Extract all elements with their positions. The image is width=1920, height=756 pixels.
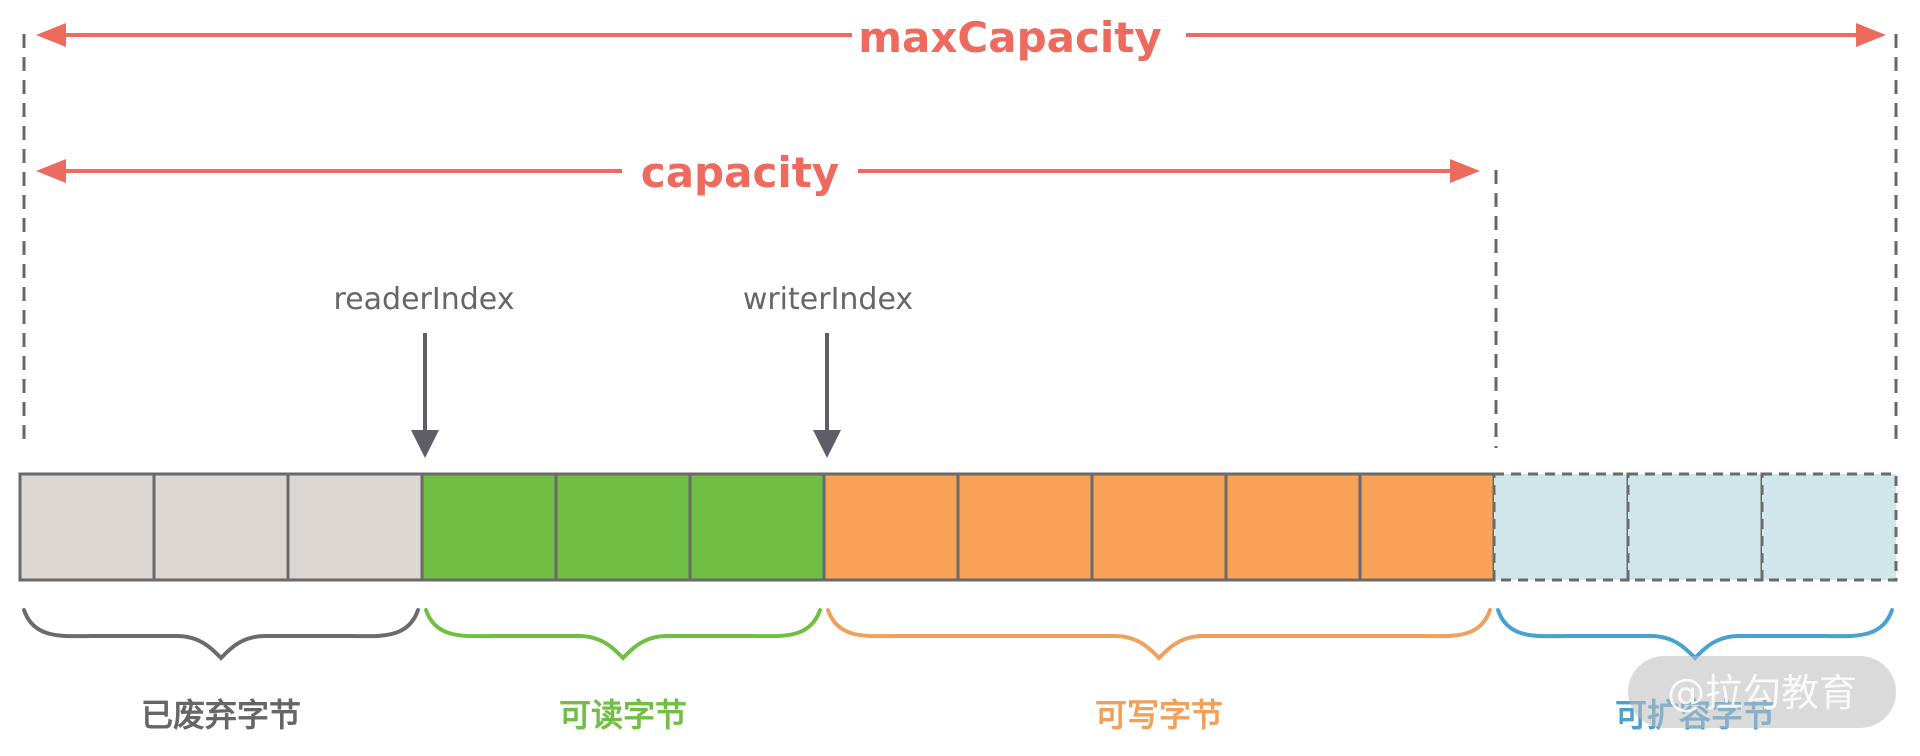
byte-cell-writable-2 <box>956 472 1094 582</box>
segment-braces: 已废弃字节可读字节可写字节可扩容字节 <box>22 608 1894 734</box>
byte-cell-writable-3 <box>1090 472 1228 582</box>
max-capacity-label: maxCapacity <box>858 13 1162 62</box>
byte-cell-readable-3 <box>688 472 826 582</box>
byte-cell-discarded-3 <box>286 472 424 582</box>
byte-cell-expandable-3 <box>1760 472 1898 582</box>
segment-label-readable: 可读字节 <box>559 696 687 734</box>
byte-cells <box>18 472 1898 582</box>
writer-index-label: writerIndex <box>743 282 913 317</box>
byte-cell-writable-4 <box>1224 472 1362 582</box>
writer-index-pointer: writerIndex <box>743 282 913 458</box>
brace-discarded <box>22 608 420 661</box>
brace-writable <box>826 608 1492 661</box>
byte-cell-writable-1 <box>822 472 960 582</box>
capacity-arrow: capacity <box>36 148 1480 197</box>
max-capacity-arrow: maxCapacity <box>36 13 1886 62</box>
byte-cell-writable-5 <box>1358 472 1496 582</box>
reader-index-label: readerIndex <box>334 282 515 317</box>
brace-expandable <box>1496 608 1894 661</box>
watermark-text: @拉勾教育 <box>1667 671 1857 715</box>
segment-label-discarded: 已废弃字节 <box>141 696 301 734</box>
byte-cell-expandable-2 <box>1626 472 1764 582</box>
capacity-label: capacity <box>641 148 839 197</box>
byte-cell-readable-1 <box>420 472 558 582</box>
brace-readable <box>424 608 822 661</box>
byte-cell-expandable-1 <box>1492 472 1630 582</box>
segment-label-writable: 可写字节 <box>1095 696 1223 734</box>
byte-cell-readable-2 <box>554 472 692 582</box>
reader-index-pointer: readerIndex <box>334 282 515 458</box>
byte-cell-discarded-2 <box>152 472 290 582</box>
byte-cell-discarded-1 <box>18 472 156 582</box>
watermark: @拉勾教育 <box>1628 656 1896 728</box>
